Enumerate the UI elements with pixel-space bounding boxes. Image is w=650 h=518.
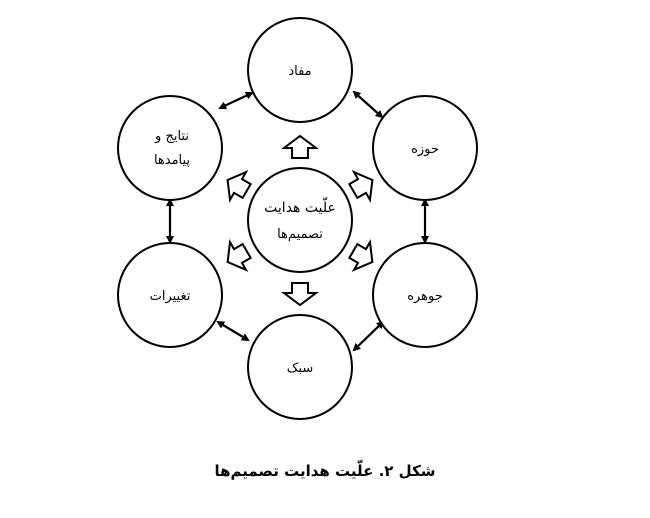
node-scope: حوزه [372, 95, 478, 201]
hollow-arrow-up-left [226, 170, 253, 203]
center-label-1: علّیت هدایت [264, 197, 336, 216]
node-essence: جوهره [372, 242, 478, 348]
hollow-arrow-down-right [347, 239, 374, 272]
node-essence-label: جوهره [407, 289, 443, 304]
node-center: علّیت هدایت تصمیم‌ها [247, 167, 353, 273]
hollow-arrow-up [281, 134, 319, 159]
hollow-arrow-up-right [347, 170, 374, 203]
hollow-arrow-down-left [226, 239, 253, 272]
node-changes-label: تغییرات [150, 289, 191, 304]
node-style: سبک [247, 314, 353, 420]
node-content-label: مفاد [288, 64, 311, 79]
node-changes: تغییرات [117, 242, 223, 348]
hollow-arrow-down [281, 282, 319, 307]
link-content-to-scope [352, 90, 384, 119]
node-results-label-2: پیامدها [154, 153, 190, 168]
node-style-label: سبک [287, 361, 313, 376]
link-style-to-changes [216, 320, 250, 342]
node-results: نتایج و پیامدها [117, 95, 223, 201]
node-results-label-1: نتایج و [154, 129, 189, 144]
link-essence-to-style [352, 320, 385, 352]
node-content: مفاد [247, 17, 353, 123]
figure-caption: شکل ۲. علّیت هدایت تصمیم‌ها [214, 462, 436, 480]
center-label-2: تصمیم‌ها [277, 227, 323, 242]
node-scope-label: حوزه [411, 142, 439, 157]
link-results-to-content [218, 91, 254, 110]
